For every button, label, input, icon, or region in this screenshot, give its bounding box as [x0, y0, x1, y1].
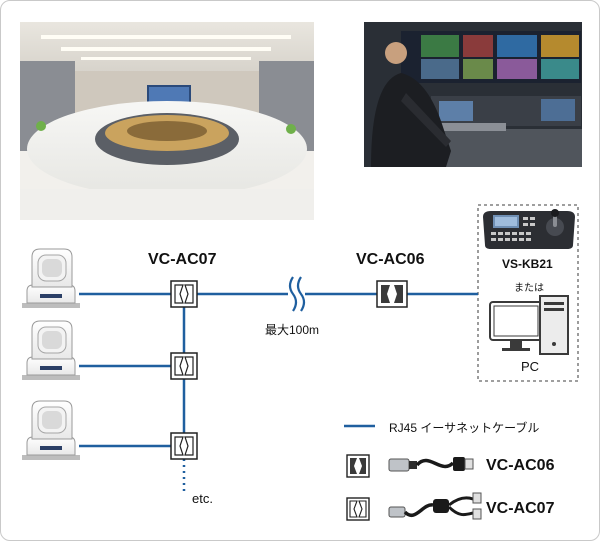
cable-break-mark: [288, 276, 306, 312]
vc-ac06-cable-picture: [388, 457, 474, 472]
distance-label: 最大100m: [265, 323, 320, 337]
legend-ac06-icon: [346, 454, 370, 478]
ac06-top-label: VC-AC06: [356, 251, 425, 268]
control-room-photo: [364, 22, 582, 167]
vc-ac07-splitter-icon: [170, 352, 198, 380]
camera-controller-keyboard-icon: [483, 209, 575, 249]
ptz-camera-icon: [22, 400, 80, 460]
etc-label: etc.: [192, 491, 213, 506]
legend-ac06-label: VC-AC06: [486, 457, 555, 474]
legend-ac07-label: VC-AC07: [486, 500, 555, 517]
legend-cable-label: RJ45 イーサネットケーブル: [389, 421, 540, 435]
vc-ac07-splitter-icon: [170, 432, 198, 460]
ptz-camera-icon: [22, 248, 80, 308]
pc-label: PC: [521, 359, 540, 374]
desktop-pc-icon: [489, 295, 569, 355]
vc-ac06-adapter-icon: [376, 280, 408, 308]
legend-ac07-icon: [346, 497, 370, 521]
or-label: または: [514, 283, 544, 294]
vc-ac07-splitter-icon: [170, 280, 198, 308]
ptz-camera-icon: [22, 320, 80, 380]
cable-lines: [79, 292, 478, 491]
conference-room-photo: [20, 22, 314, 220]
keyboard-label: VS-KB21: [502, 257, 553, 271]
ac07-top-label: VC-AC07: [148, 251, 217, 268]
vc-ac07-cable-picture: [388, 492, 482, 520]
